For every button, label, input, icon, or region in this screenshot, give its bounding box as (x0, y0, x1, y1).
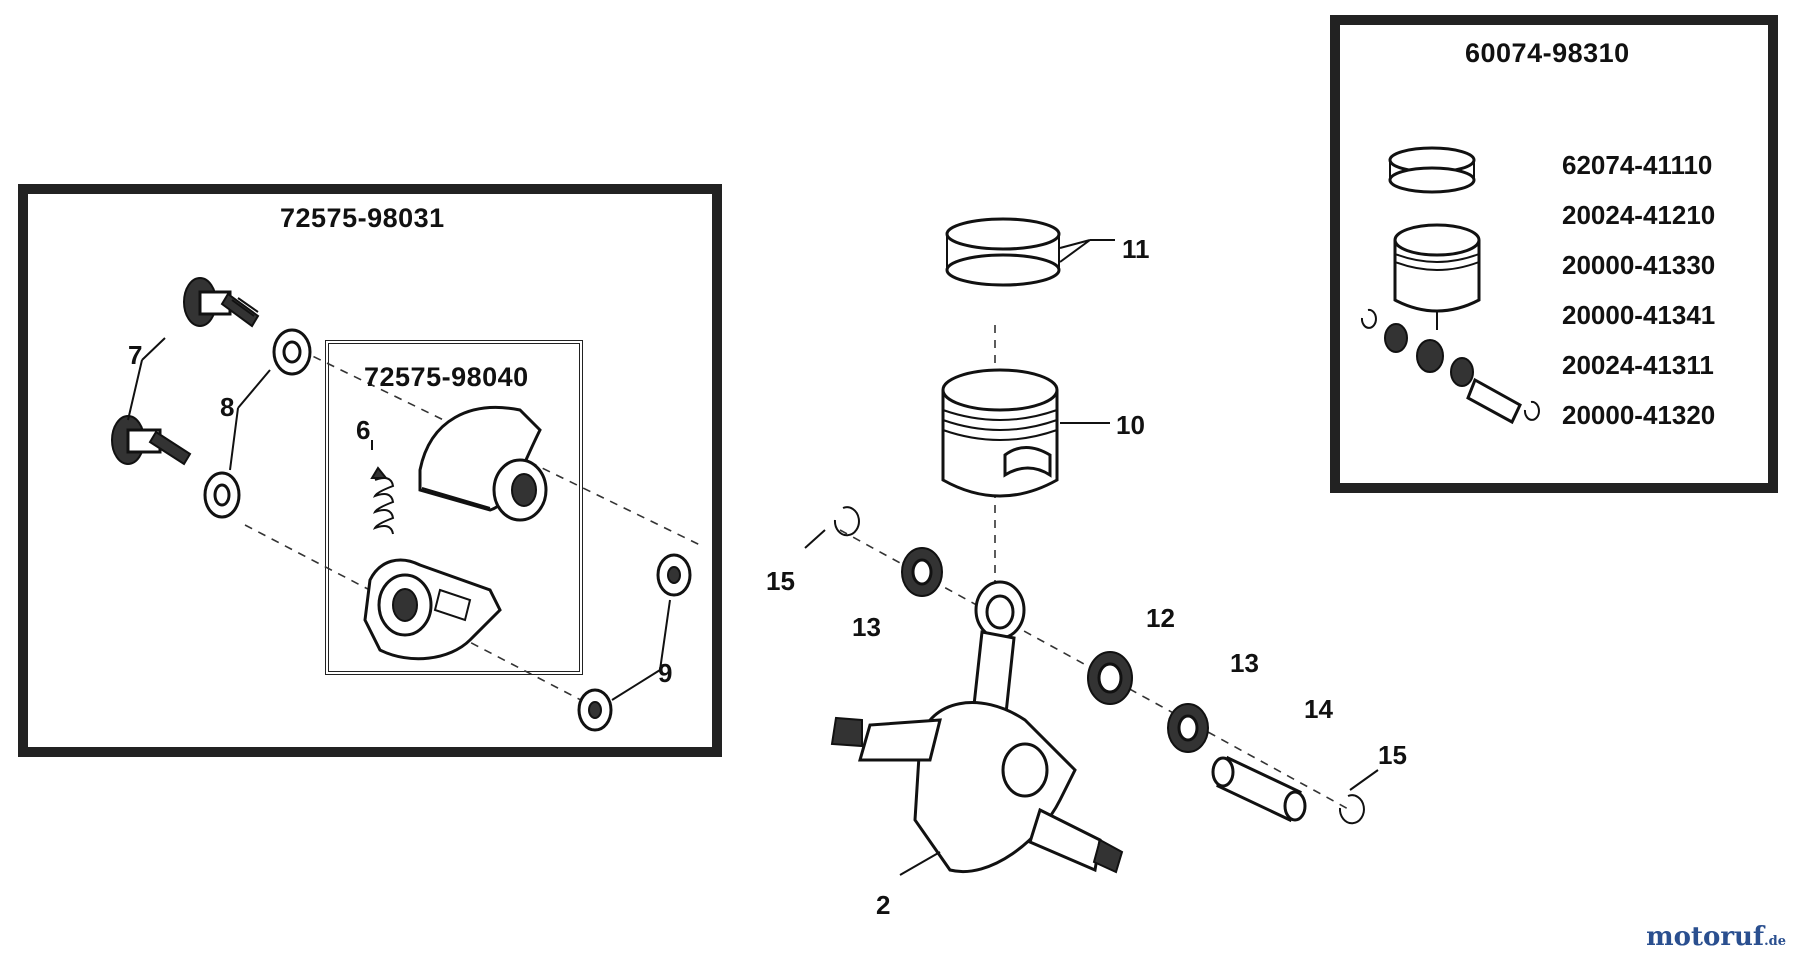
piston-kit-part-number: 20000-41320 (1562, 400, 1716, 430)
kit-bearing (1416, 339, 1444, 373)
callout-7: 7 (128, 340, 143, 370)
piston-kit-part-number: 62074-41110 (1562, 150, 1713, 180)
kit-pin (1466, 377, 1522, 425)
callout-12: 12 (1146, 603, 1175, 633)
kit-washer-left (1384, 323, 1408, 353)
clutch-shoe-upper (418, 406, 548, 522)
kit-washer-right (1450, 357, 1474, 387)
washer-right-upper (656, 553, 692, 597)
washer-upper (272, 328, 312, 376)
callout-13-right: 13 (1230, 648, 1259, 678)
clutch-bolt-upper (183, 277, 260, 328)
needle-bearing (1087, 651, 1133, 705)
kit-piston (1393, 223, 1481, 313)
piston-kit-part-number: 20000-41330 (1562, 250, 1716, 280)
piston-kit-number: 60074-98310 (1465, 38, 1630, 68)
callout-15-right: 15 (1378, 740, 1407, 770)
callout-9: 9 (658, 658, 673, 688)
washer-lower (203, 471, 241, 519)
thrust-washer-left (901, 547, 943, 597)
callout-8: 8 (220, 392, 235, 422)
clutch-shoe-kit-number: 72575-98040 (364, 362, 529, 392)
washer-right-lower (577, 688, 613, 732)
clutch-bolt-lower (111, 415, 192, 466)
clutch-kit-number: 72575-98031 (280, 203, 445, 233)
callout-13-left: 13 (852, 612, 881, 642)
kit-clip-left (1360, 308, 1377, 329)
watermark-logo: motoruf.de (1646, 922, 1786, 952)
piston-kit-part-number: 20024-41311 (1562, 350, 1714, 380)
kit-rings (1388, 146, 1476, 194)
clutch-shoe-lower (363, 558, 502, 661)
piston (941, 368, 1059, 498)
callout-10: 10 (1116, 410, 1145, 440)
circlip-right (1338, 794, 1365, 825)
callout-15-left: 15 (766, 566, 795, 596)
piston-rings (945, 217, 1061, 287)
callout-14: 14 (1304, 694, 1333, 724)
circlip-left (833, 506, 860, 537)
crankshaft (830, 580, 1124, 874)
piston-kit-part-number: 20024-41210 (1562, 200, 1716, 230)
callout-2: 2 (876, 890, 891, 920)
kit-clip-right (1523, 400, 1540, 421)
watermark-tld: .de (1764, 934, 1786, 949)
watermark-brand: motoruf (1646, 922, 1765, 952)
thrust-washer-right (1167, 703, 1209, 753)
piston-pin (1211, 755, 1307, 823)
piston-kit-part-number: 20000-41341 (1562, 300, 1716, 330)
callout-11: 11 (1122, 234, 1150, 264)
clutch-spring (370, 440, 395, 535)
callout-6: 6 (356, 415, 371, 445)
